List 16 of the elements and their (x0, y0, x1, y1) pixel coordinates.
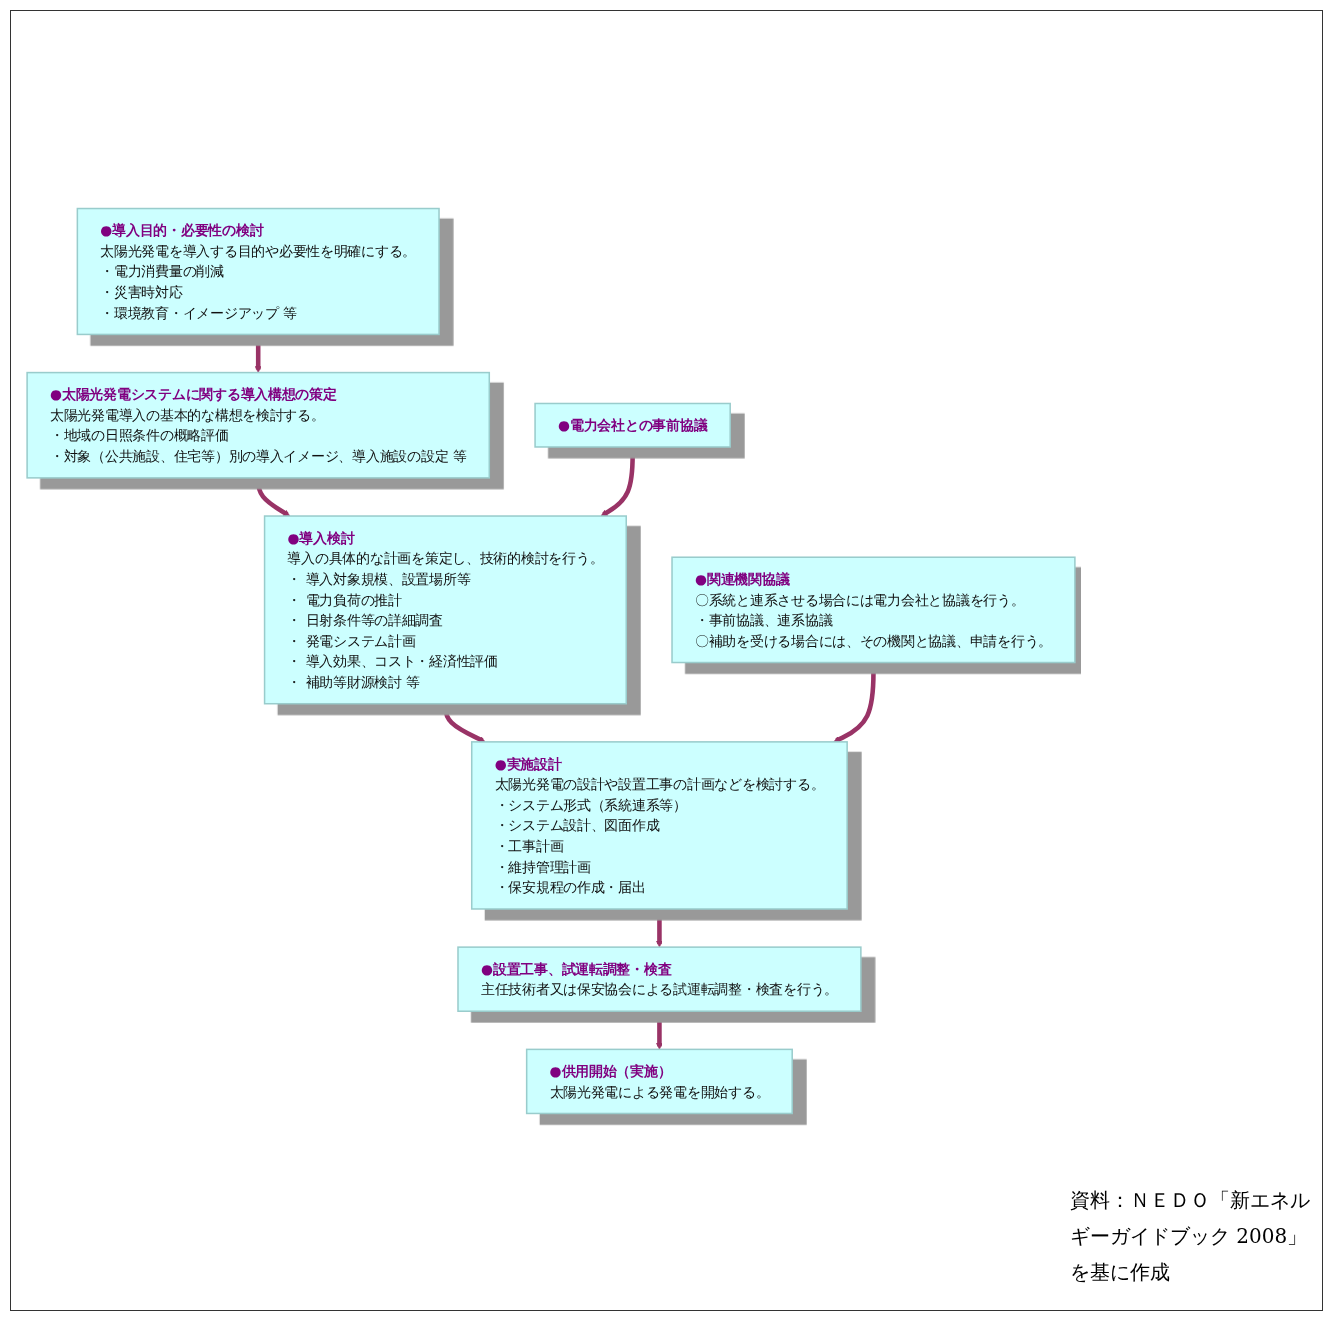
node-box: ●実施設計 太陽光発電の設計や設置工事の計画などを検討する。 ・システム形式（系統連系等） ・システム設計、図面作成 ・工事計画 ・維持管理計画 ・保安規程の作成・届出 (470, 741, 848, 910)
arrow (656, 909, 663, 948)
arrow (600, 447, 635, 517)
arrow (833, 662, 876, 743)
node-box: ●設置工事、試運転調整・検査 主任技術者又は保安協会による試運転調整・検査を行う。 (457, 946, 862, 1012)
arrow (443, 703, 486, 743)
node-box: ●関連機関協議 〇系統と連系させる場合には電力会社と協議を行う。 ・事前協議、連系協議 〇補助を受ける場合には、その機関と協議、申請を行う。 (671, 556, 1076, 664)
node-box: ●導入目的・必要性の検討 太陽光発電を導入する目的や必要性を明確にする。 ・電力消費量の削減 ・災害時対応 ・環境教育・イメージアップ 等 (76, 207, 440, 336)
arrow (255, 477, 291, 517)
caption: 資料：ＮＥＤＯ「新エネルギーガイドブック 2008」を基に作成 (1070, 1187, 1310, 1286)
arrow (656, 1011, 663, 1050)
node-box: ●太陽光発電システムに関する導入構想の策定 太陽光発電導入の基本的な構想を検討する。 ・地域の日照条件の概略評価 ・対象（公共施設、住宅等）別の導入イメージ、導入施設の設定 等 (26, 371, 491, 479)
node-box: ●導入検討 導入の具体的な計画を策定し、技術的検討を行う。 ・ 導入対象規模、設置場所等 ・ 電力負荷の推計 ・ 日射条件等の詳細調査 ・ 発電システム計画 ・ 導入効果、コスト・経済性評価 ・ 補助等財源検討 等 (263, 515, 627, 705)
node-box: ●供用開始（実施） 太陽光発電による発電を開始する。 (525, 1048, 793, 1115)
node-box: ●電力会社との事前協議 (534, 402, 731, 448)
arrow (254, 334, 262, 373)
